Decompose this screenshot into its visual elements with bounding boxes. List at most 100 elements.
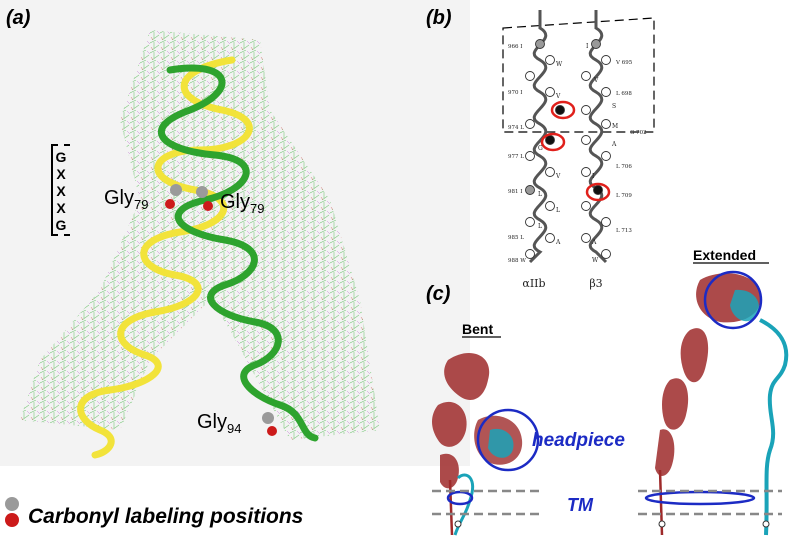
- panel-b: (b): [426, 7, 655, 290]
- residue-circle: [525, 71, 535, 81]
- residue-circle: [601, 87, 611, 97]
- bent-leg-domain: [444, 352, 490, 400]
- extended-alpha-calf1: [662, 378, 689, 430]
- residue-circle: [525, 217, 535, 227]
- left-resnum-1: 966 I: [508, 44, 522, 50]
- highlight-circle: [585, 182, 611, 202]
- right-resnum-4: L 706: [616, 164, 632, 170]
- residue-circle: [601, 55, 611, 65]
- right-letter-1: I: [586, 43, 589, 50]
- motif-letter-3: X: [56, 183, 66, 199]
- panel-c-tag: (c): [426, 283, 451, 305]
- motif-bracket-left: [51, 144, 58, 236]
- right-resnum-3: G 702: [630, 130, 647, 136]
- legend-gray-atom: [5, 497, 19, 511]
- atom-red-gly94: [267, 426, 277, 436]
- panel-a: (a) G X X X G Gly79 Gly79 Gly94: [0, 0, 470, 466]
- residue-circle: [545, 87, 555, 97]
- left-letter-7: L: [538, 191, 542, 198]
- gly94-label: Gly94: [197, 411, 241, 436]
- legend-red-atom: [5, 513, 19, 527]
- residue-circle: [545, 167, 555, 177]
- helix-yellow: [77, 56, 253, 459]
- atom-gray-gly79-left: [170, 184, 182, 196]
- extended-terminus-marker-left: [658, 520, 666, 528]
- residue-circle: [601, 151, 611, 161]
- panel-a-tag: (a): [6, 7, 31, 29]
- right-letter-2: V: [593, 77, 599, 84]
- headpiece-label: headpiece: [532, 430, 625, 451]
- helix-green: [157, 64, 319, 442]
- beta3-backbone: [588, 10, 608, 264]
- panel-c: (c) Bent Extended: [426, 247, 789, 536]
- motif-letter-5: G: [56, 217, 67, 233]
- motif-letter-1: G: [56, 149, 67, 165]
- highlight-circle: [540, 132, 566, 152]
- right-letter-8: W: [592, 257, 599, 264]
- residue-circle: [581, 233, 591, 243]
- left-letter-2: V: [555, 93, 561, 100]
- right-resnum-6: L 713: [616, 228, 632, 234]
- bent-terminus-marker: [454, 520, 462, 528]
- residue-circle: [581, 105, 591, 115]
- left-letter-5: L: [556, 207, 560, 214]
- residue-circle-filled: [593, 185, 603, 195]
- right-resnum-1: V 695: [615, 60, 633, 66]
- right-resnum-5: L 709: [616, 193, 632, 199]
- left-resnum-5: 981 I: [508, 189, 522, 195]
- bent-head-cyan: [488, 428, 514, 458]
- gly79-left-label: Gly79: [104, 187, 148, 212]
- right-letter-5: A: [611, 141, 617, 148]
- left-letter-6: L: [538, 223, 542, 230]
- atom-gray-gly94: [262, 412, 274, 424]
- residue-circle: [601, 119, 611, 129]
- right-letter-7: A: [591, 239, 597, 246]
- bent-headpiece-circle: [476, 408, 540, 472]
- left-resnum-3: 974 L: [508, 125, 524, 131]
- bent-alpha-tm: [448, 479, 454, 536]
- residue-circle: [525, 151, 535, 161]
- residue-circle: [581, 135, 591, 145]
- bent-calf-domain: [440, 453, 459, 489]
- extended-alpha-calf2: [655, 429, 675, 476]
- residue-circle: [525, 249, 535, 259]
- residue-circle: [601, 249, 611, 259]
- extended-terminus-marker-right: [762, 520, 770, 528]
- tm-label: TM: [567, 495, 594, 515]
- residue-circle: [581, 71, 591, 81]
- residue-circle: [601, 217, 611, 227]
- residue-circle: [545, 55, 555, 65]
- motif-letter-2: X: [56, 166, 66, 182]
- atom-gray-gly79-right: [196, 186, 208, 198]
- extended-beta-leg: [759, 318, 789, 536]
- right-letter-3: S: [612, 103, 616, 110]
- residue-circle: [581, 167, 591, 177]
- right-resnum-2: L 698: [616, 91, 632, 97]
- left-resnum-2: 970 I: [508, 90, 522, 96]
- residue-circle: [535, 39, 545, 49]
- residue-circle: [545, 233, 555, 243]
- left-letter-4: V: [555, 173, 561, 180]
- left-resnum-4: 977 L: [508, 154, 524, 160]
- left-letter-3: G: [538, 145, 543, 152]
- extended-integrin: [655, 273, 789, 536]
- left-resnum-7: 988 W: [508, 258, 526, 264]
- atom-red-gly79-right: [203, 201, 213, 211]
- bent-integrin: [432, 352, 523, 536]
- extended-label: Extended: [693, 247, 756, 263]
- alpha-iib-residues: [525, 39, 565, 259]
- chain-alpha-iib-label: αIIb: [522, 277, 545, 290]
- chain-beta3-label: β3: [589, 277, 602, 290]
- right-letter-4: M: [612, 123, 618, 130]
- residue-circle-filled: [545, 135, 555, 145]
- left-resnum-6: 985 L: [508, 235, 524, 241]
- residue-circle: [545, 201, 555, 211]
- panel-b-tag: (b): [426, 7, 452, 29]
- extended-alpha-thigh: [680, 328, 709, 383]
- residue-circle: [591, 39, 601, 49]
- left-letter-8: A: [555, 239, 561, 246]
- gxxxg-motif: G X X X G: [51, 144, 70, 236]
- extended-headpiece-circle: [703, 270, 763, 330]
- highlight-circle: [550, 100, 576, 120]
